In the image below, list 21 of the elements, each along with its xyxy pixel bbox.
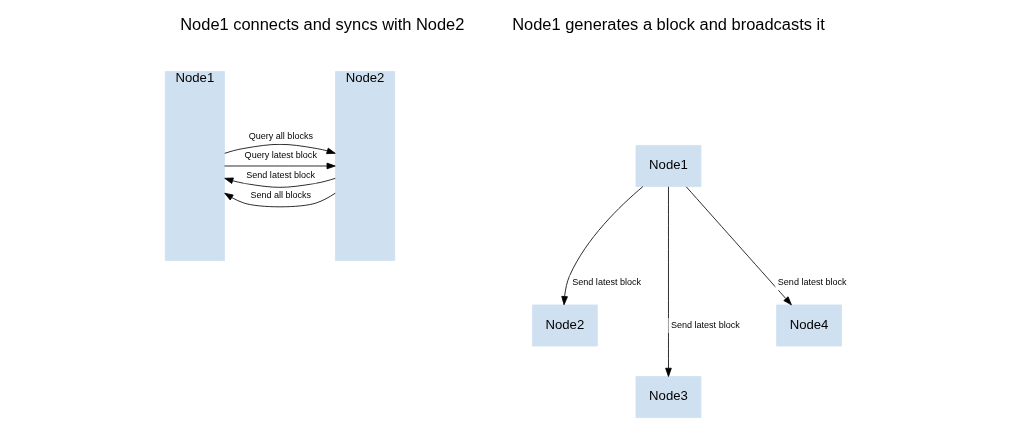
edge-label: Send latest block (670, 319, 740, 330)
label: Node1 connects and syncs with Node2 (179, 15, 464, 34)
arrow (223, 162, 336, 170)
node-box: Node4 (775, 304, 842, 347)
node-box: Node2 (334, 71, 395, 261)
node-box: Node1 (635, 145, 701, 187)
node-box: Node3 (635, 376, 701, 418)
edge-label: Send latest block (571, 277, 641, 288)
arrow (223, 143, 336, 155)
arrow (223, 192, 336, 208)
arrow (685, 186, 792, 306)
edge-label: Send all blocks (249, 189, 311, 200)
arrow (223, 177, 336, 188)
edge-label: Query all blocks (248, 130, 313, 141)
label: Node1 generates a block and broadcasts it (511, 15, 825, 34)
edge-label: Send latest block (245, 170, 315, 181)
arrow (664, 186, 672, 377)
node-box: Node1 (164, 71, 225, 261)
node-box: Node2 (531, 304, 598, 347)
edge-label: Query latest block (244, 150, 317, 161)
edge-label: Send latest block (777, 277, 847, 288)
